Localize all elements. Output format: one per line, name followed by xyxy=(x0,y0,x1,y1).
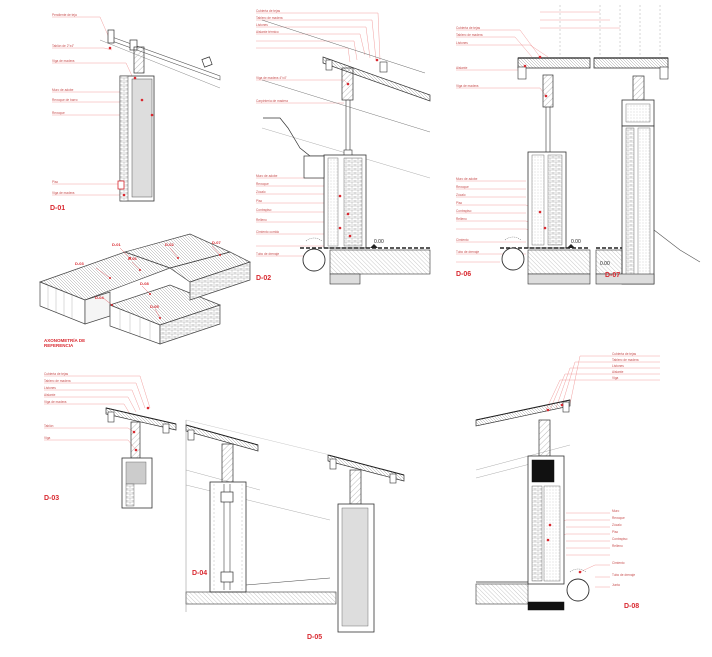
note-d06-11: Relleno xyxy=(456,217,467,221)
level-marker-d07: 0.00 xyxy=(600,261,610,267)
note-d03-6: Tablón xyxy=(44,424,54,428)
axo-tag-d08: D-08 xyxy=(140,281,149,286)
detail-label-d07: D-07 xyxy=(605,272,621,279)
note-d01-4: Muro de adobe xyxy=(52,88,74,92)
detail-d08-drawing xyxy=(475,355,660,611)
detail-label-d04: D-04 xyxy=(192,570,208,577)
axo-tag-d07: D-07 xyxy=(212,240,221,245)
note-d08-4: Aislante xyxy=(612,370,624,374)
note-d06-3: Listones xyxy=(456,41,468,45)
detail-label-d06: D-06 xyxy=(456,271,472,278)
axo-tag-d03: D-03 xyxy=(75,261,84,266)
note-d08-11: Relleno xyxy=(612,544,623,548)
note-d06-8: Zócalo xyxy=(456,193,466,197)
note-d08-9: Piso xyxy=(612,530,619,534)
note-d06-10: Contrapiso xyxy=(456,209,472,213)
note-d03-4: Aislante xyxy=(44,393,56,397)
note-d03-3: Listones xyxy=(44,386,56,390)
note-d02-11: Contrapiso xyxy=(256,208,272,212)
axo-tag-d05: D-05 xyxy=(150,304,159,309)
note-d02-2: Tablero de madera xyxy=(256,16,283,20)
note-d08-7: Revoque xyxy=(612,516,625,520)
note-d02-10: Piso xyxy=(256,199,263,203)
note-d06-5: Viga de madera xyxy=(456,84,479,88)
detail-label-d05: D-05 xyxy=(307,634,323,641)
note-d01-3: Viga de madera xyxy=(52,59,75,63)
note-d08-1: Cubierta de tejas xyxy=(612,352,637,356)
note-d02-8: Revoque xyxy=(256,182,269,186)
note-d02-3: Listones xyxy=(256,23,268,27)
note-d08-13: Tubo de drenaje xyxy=(612,573,636,577)
note-d08-10: Contrapiso xyxy=(612,537,628,541)
note-d02-5: Viga de madera 4"x4" xyxy=(256,76,287,80)
detail-label-d02: D-02 xyxy=(256,275,272,282)
axonometric-caption: AXONOMETRÍA DE REFERENCIA xyxy=(44,338,86,349)
detail-d02-drawing xyxy=(256,12,432,285)
note-d02-14: Tubo de drenaje xyxy=(256,252,280,256)
note-d02-13: Cimiento corrido xyxy=(256,230,280,234)
note-d03-1: Cubierta de tejas xyxy=(44,372,69,376)
note-d02-9: Zócalo xyxy=(256,190,266,194)
level-marker-d02: 0.00 xyxy=(374,239,384,245)
axo-tag-d06: D-06 xyxy=(128,256,137,261)
note-d06-13: Tubo de drenaje xyxy=(456,250,480,254)
note-d08-14: Junta xyxy=(612,583,620,587)
detail-d01-drawing xyxy=(52,16,221,202)
note-d08-5: Viga xyxy=(612,376,619,380)
note-d01-1: Pendiente de teja xyxy=(52,13,77,17)
detail-d04-drawing xyxy=(185,424,337,605)
note-d06-1: Cubierta de tejas xyxy=(456,26,481,30)
detail-d03-drawing xyxy=(44,375,177,509)
note-d01-8: Viga de madera xyxy=(52,191,75,195)
note-d02-6: Carpintería de madera xyxy=(256,99,288,103)
axo-tag-d04: D-04 xyxy=(95,295,104,300)
note-d01-2: Tablón de 2"x4" xyxy=(52,44,75,48)
note-d08-2: Tablero de madera xyxy=(612,358,639,362)
axo-tag-d01: D-01 xyxy=(112,242,121,247)
note-d08-3: Listones xyxy=(612,364,624,368)
note-d02-1: Cubierta de tejas xyxy=(256,9,281,13)
axonometric-drawing xyxy=(39,233,251,345)
detail-d05-drawing xyxy=(185,419,405,633)
note-d06-7: Revoque xyxy=(456,185,469,189)
note-d06-9: Piso xyxy=(456,201,463,205)
note-d03-2: Tablero de madera xyxy=(44,379,71,383)
note-d06-6: Muro de adobe xyxy=(456,177,478,181)
note-d01-5: Revoque de barro xyxy=(52,98,78,102)
axonometric-caption-line2: REFERENCIA xyxy=(44,342,74,348)
axonometric-caption-line1: AXONOMETRÍA DE xyxy=(44,338,86,343)
detail-d06-drawing xyxy=(456,5,701,285)
note-d08-6: Muro xyxy=(612,509,620,513)
note-d06-4: Aislante xyxy=(456,66,468,70)
note-d08-12: Cimiento xyxy=(612,561,625,565)
detail-label-d08: D-08 xyxy=(624,603,640,610)
note-d08-8: Zócalo xyxy=(612,523,622,527)
note-d01-6: Revoque xyxy=(52,111,65,115)
detail-label-d01: D-01 xyxy=(50,205,66,212)
note-d02-12: Relleno xyxy=(256,218,267,222)
note-d03-5: Viga de madera xyxy=(44,400,67,404)
note-d06-2: Tablero de madera xyxy=(456,33,483,37)
note-d02-4: Aislante térmico xyxy=(256,30,279,34)
level-marker-d06: 0.00 xyxy=(571,239,581,245)
note-d01-7: Piso xyxy=(52,180,59,184)
note-d03-7: Viga xyxy=(44,436,51,440)
detail-label-d03: D-03 xyxy=(44,495,60,502)
note-d02-7: Muro de adobe xyxy=(256,174,278,178)
axo-tag-d02: D-02 xyxy=(165,242,174,247)
note-d06-12: Cimiento xyxy=(456,238,469,242)
